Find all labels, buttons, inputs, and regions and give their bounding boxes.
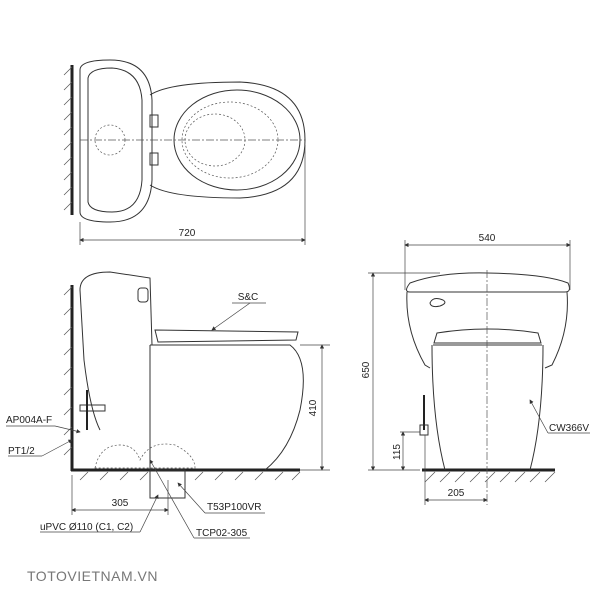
seat-side	[154, 329, 299, 343]
watermark: TOTOVIETNAM.VN	[27, 568, 158, 584]
flange-label: T53P100VR	[207, 502, 261, 513]
side-height-dimension: 410	[308, 399, 319, 416]
tank-outline-top	[79, 59, 153, 223]
valve-label: AP004A-F	[6, 415, 52, 426]
top-view: 720	[63, 59, 306, 245]
pipe-label: uPVC Ø110 (C1, C2)	[40, 522, 133, 533]
seat-front	[433, 328, 542, 344]
tank-side	[79, 271, 153, 346]
wall-hatch	[63, 66, 73, 211]
model-label: CW366V	[549, 423, 589, 434]
rough-in-dimension: 305	[112, 498, 129, 509]
front-view: 540 650 115 205 CW366V	[361, 233, 590, 505]
bowl-front	[431, 344, 544, 471]
side-view: S&C 410 AP004A-F PT1/2 305 uPVC Ø110 (C1…	[6, 271, 330, 539]
supply-offset-dimension: 205	[448, 488, 465, 499]
top-width-dimension: 720	[179, 228, 196, 239]
tank-lid-front	[406, 272, 570, 293]
supply-height-dimension: 115	[392, 444, 403, 460]
front-width-dimension: 540	[479, 233, 496, 244]
thread-label: PT1/2	[8, 446, 35, 457]
adapter-label: TCP02-305	[196, 528, 248, 539]
seat-label: S&C	[238, 292, 259, 303]
front-height-dimension: 650	[361, 361, 372, 378]
